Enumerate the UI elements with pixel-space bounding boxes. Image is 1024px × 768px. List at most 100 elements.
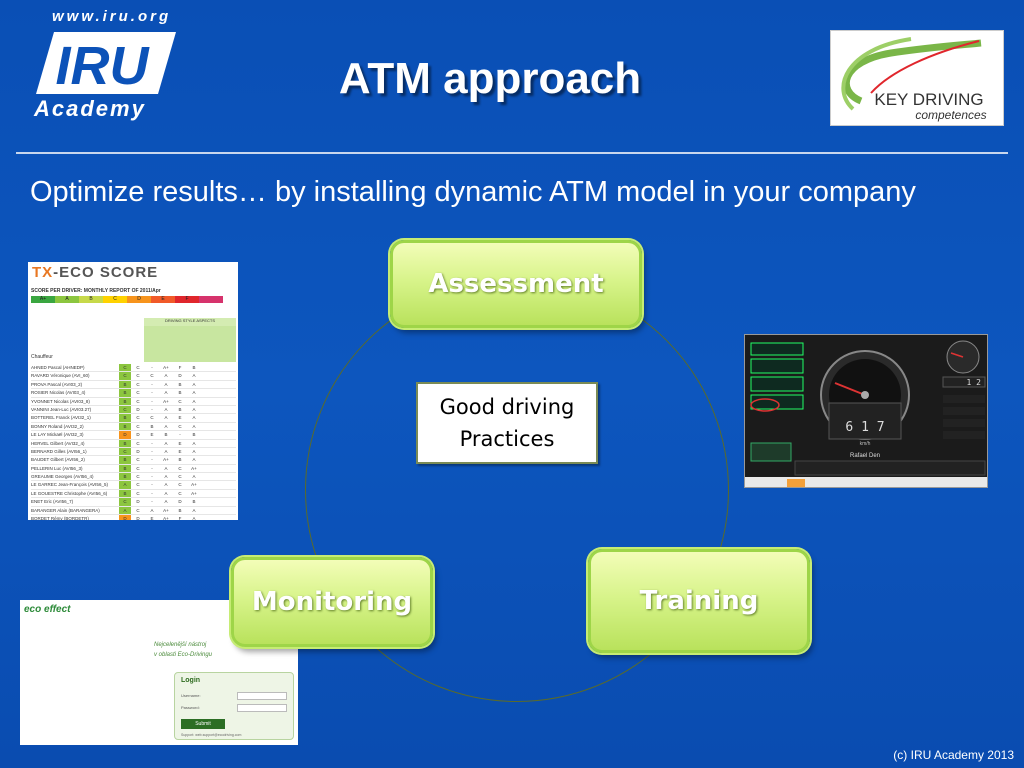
good-driving-practices-box: Good driving Practices — [416, 382, 598, 464]
eco-score-cell-name: BERNARD Gilles (AVI56_1) — [31, 448, 87, 454]
eco-score-cell-c2: - — [151, 440, 153, 446]
eco-score-cell-c4: F — [178, 516, 182, 520]
eco-score-cell-c4: C — [178, 474, 182, 480]
eco-score-header: TX-ECO SCORE — [28, 262, 238, 286]
dashboard-driver-name: Rafael Den — [850, 453, 880, 459]
eco-score-cell-c3: A — [164, 390, 168, 396]
eco-score-cell-c1: C — [136, 398, 140, 404]
eco-score-cell-grade: B — [119, 464, 131, 473]
eco-score-cell-c5: A — [192, 457, 196, 463]
eco-score-cell-c1: C — [136, 457, 140, 463]
eco-score-cell-c1: D — [136, 499, 140, 505]
eco-score-cell-name: PROVA Pascal (AVI03_2) — [31, 381, 83, 387]
eco-score-cell-c2: B — [150, 423, 154, 429]
login-title: Login — [181, 677, 201, 684]
eco-score-cell-c3: A+ — [163, 398, 169, 404]
login-submit-button[interactable]: Submit — [181, 719, 225, 729]
eco-score-column-header — [144, 326, 236, 362]
eco-score-report: TX-ECO SCORE SCORE PER DRIVER: MONTHLY R… — [28, 262, 238, 520]
eco-score-cell-c1: D — [136, 432, 140, 438]
eco-score-aspects-header: DRIVING STYLE ASPECTS — [144, 318, 236, 326]
eco-score-cell-name: VANNINI Jean-Luc (AVI03.27) — [31, 406, 92, 412]
eco-score-cell-c4: D — [178, 499, 182, 505]
eco-score-cell-grade: A — [119, 481, 131, 489]
eco-grade-cell: C — [103, 296, 127, 303]
eco-effect-brand: eco effect — [24, 604, 71, 615]
eco-score-cell-c1: C — [136, 440, 140, 446]
eco-score-cell-grade: B — [119, 473, 131, 481]
eco-score-cell-c2: C — [150, 373, 154, 379]
eco-score-cell-grade: B — [119, 422, 131, 431]
eco-score-cell-name: GREAUME Georges (AVI56_4) — [31, 474, 94, 480]
eco-score-cell-c4: C — [178, 423, 182, 429]
eco-score-cell-grade: D — [119, 515, 131, 520]
eco-score-cell-c5: A — [192, 474, 196, 480]
eco-score-cell-name: LE GOUESTRE Christophe (AVI56_6) — [31, 490, 108, 496]
eco-score-cell-c5: A — [192, 440, 196, 446]
training-stage: Training — [588, 549, 810, 653]
eco-score-cell-c5: A+ — [191, 482, 197, 488]
page-title: ATM approach — [338, 54, 642, 103]
eco-score-cell-c3: A+ — [163, 365, 169, 370]
eco-score-cell-c4: F — [178, 365, 182, 370]
eco-score-cell-c1: C — [136, 507, 140, 513]
eco-score-brand: TX-ECO SCORE — [32, 264, 159, 281]
eco-score-cell-c2: - — [151, 482, 153, 488]
eco-score-cell-c5: A — [192, 390, 196, 396]
eco-score-cell-c1: D — [136, 516, 140, 520]
eco-score-cell-c3: B — [164, 432, 168, 438]
eco-score-cell-c5: A+ — [191, 490, 197, 496]
eco-score-cell-name: BAUDET Gilbert (AVI56_2) — [31, 457, 85, 463]
eco-score-cell-c3: A+ — [163, 516, 169, 520]
eco-score-cell-grade: B — [119, 389, 131, 397]
username-input[interactable] — [237, 692, 287, 700]
eco-grade-cell — [199, 296, 223, 303]
eco-score-cell-c1: C — [136, 365, 140, 370]
key-driving-line2: competences — [915, 108, 986, 122]
eco-score-cell-c3: A — [164, 406, 168, 412]
eco-score-cell-c4: - — [179, 432, 181, 438]
eco-score-cell-c4: C — [178, 465, 182, 471]
eco-score-cell-c1: C — [136, 381, 140, 387]
eco-score-cell-name: BONNY Roland (AVI32_2) — [31, 423, 84, 429]
eco-score-cell-c3: A — [164, 490, 168, 496]
eco-score-cell-c5: A — [192, 373, 196, 379]
eco-grade-cell: F — [175, 296, 199, 303]
eco-score-cell-c3: A — [164, 373, 168, 379]
eco-score-cell-c2: C — [150, 415, 154, 421]
eco-score-cell-c3: A+ — [163, 507, 169, 513]
password-input[interactable] — [237, 704, 287, 712]
eco-score-cell-c3: A — [164, 448, 168, 454]
center-box-line2: Practices — [459, 427, 555, 451]
eco-score-cell-c5: A — [192, 398, 196, 404]
login-panel: Login Username: Password: Submit Support… — [174, 672, 294, 740]
iru-academy-text: Academy — [34, 96, 146, 121]
eco-score-cell-c2: - — [151, 406, 153, 412]
eco-score-cell-c5: A — [192, 423, 196, 429]
eco-score-cell-grade: C — [119, 498, 131, 506]
eco-score-cell-name: BARANGER Alain (BARANGERA) — [31, 507, 100, 513]
eco-score-cell-c1: C — [136, 415, 140, 421]
eco-score-cell-c2: - — [151, 499, 153, 505]
eco-score-cell-c1: C — [136, 390, 140, 396]
eco-score-cell-grade: C — [119, 364, 131, 372]
eco-score-cell-c2: - — [151, 398, 153, 404]
eco-score-cell-c1: C — [136, 423, 140, 429]
eco-score-cell-c2: - — [151, 465, 153, 471]
eco-score-cell-c1: C — [136, 373, 140, 379]
password-label: Password: — [181, 705, 200, 710]
dashboard-speed-value: 6 1 7 — [845, 420, 884, 435]
eco-score-cell-c5: A — [192, 415, 196, 421]
